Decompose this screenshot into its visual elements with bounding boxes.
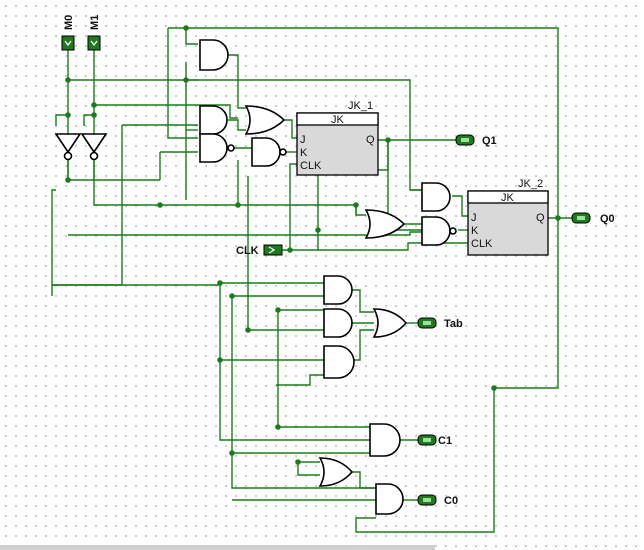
jk2-q: Q — [536, 212, 545, 224]
input-pin-m1[interactable]: M1 — [87, 15, 101, 51]
and-gate-2[interactable] — [199, 105, 228, 135]
jk2-k: K — [471, 225, 479, 237]
output-pin-tab[interactable]: Tab — [417, 317, 463, 330]
output-pin-q1[interactable]: Q1 — [455, 134, 497, 147]
not-gate-m0[interactable] — [54, 133, 82, 161]
wires — [51, 27, 572, 533]
nand-gate-2[interactable] — [421, 216, 457, 246]
and-gate-6[interactable] — [323, 308, 353, 338]
jk-flipflop-2[interactable]: JK_2 JK J K CLK Q — [467, 178, 549, 256]
output-label-c0: C0 — [444, 495, 458, 507]
and-gate-c0[interactable] — [375, 483, 404, 515]
input-pin-m0[interactable]: M0 — [61, 15, 75, 51]
jk1-q: Q — [366, 134, 375, 146]
input-pin-clk[interactable]: CLK — [236, 244, 283, 257]
and-gate-5[interactable] — [323, 275, 353, 305]
jk2-j: J — [471, 212, 477, 224]
or-gate-tab[interactable] — [372, 308, 408, 338]
input-label-m0: M0 — [63, 15, 75, 30]
junction-dots — [65, 25, 561, 465]
or-gate-3[interactable] — [318, 457, 354, 487]
jk2-clk: CLK — [471, 238, 493, 250]
jk1-type: JK — [331, 114, 345, 126]
or-gate-1[interactable] — [244, 105, 286, 135]
and-gate-c1[interactable] — [369, 423, 401, 457]
jk1-k: K — [300, 147, 308, 159]
input-label-clk: CLK — [236, 245, 259, 257]
and-gate-3[interactable] — [199, 133, 235, 163]
output-pin-q0[interactable]: Q0 — [571, 212, 615, 225]
input-label-m1: M1 — [89, 15, 101, 30]
jk2-type: JK — [501, 192, 515, 204]
output-label-c1: C1 — [438, 435, 452, 447]
jk-flipflop-1[interactable]: JK_1 JK J K CLK Q — [296, 100, 379, 176]
nand-gate-1[interactable] — [251, 137, 287, 167]
jk1-j: J — [300, 134, 306, 146]
output-pin-c0[interactable]: C0 — [417, 494, 458, 507]
and-gate-1[interactable] — [199, 39, 229, 71]
or-gate-2[interactable] — [364, 209, 406, 239]
and-gate-4[interactable] — [421, 182, 451, 212]
horizontal-scrollbar[interactable] — [0, 545, 435, 550]
jk1-clk: CLK — [300, 160, 322, 172]
not-gate-m1[interactable] — [80, 133, 108, 161]
and-gate-7[interactable] — [323, 345, 355, 379]
output-pin-c1[interactable]: C1 — [417, 434, 452, 447]
output-label-tab: Tab — [444, 318, 463, 330]
output-label-q1: Q1 — [482, 135, 497, 147]
output-label-q0: Q0 — [600, 213, 615, 225]
jk1-name: JK_1 — [348, 100, 373, 112]
jk2-name: JK_2 — [518, 178, 543, 190]
